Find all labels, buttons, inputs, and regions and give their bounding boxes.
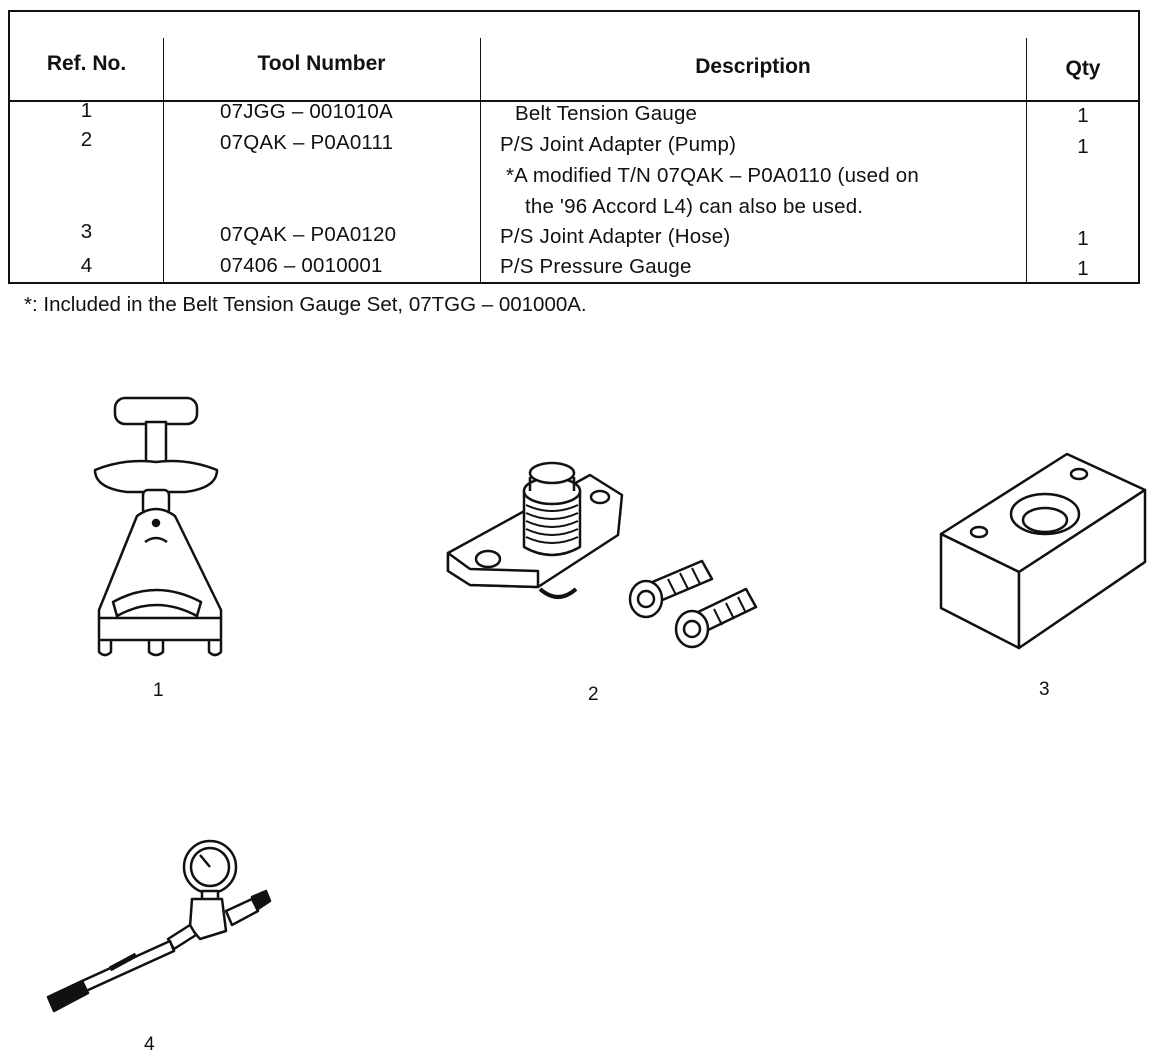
row-4-description: P/S Pressure Gauge (500, 255, 692, 278)
row-4-ref: 4 (80, 254, 93, 277)
row-3-description: P/S Joint Adapter (Hose) (500, 225, 731, 248)
row-1-description: Belt Tension Gauge (515, 102, 698, 125)
row-2-qty: 1 (1077, 135, 1089, 158)
row-3-ref: 3 (80, 220, 93, 243)
pressure-gauge-icon (46, 839, 272, 1013)
header-qty: Qty (1065, 57, 1101, 80)
figure-label-1: 1 (153, 680, 164, 701)
joint-adapter-hose-icon (939, 452, 1147, 650)
joint-adapter-pump-icon (446, 461, 758, 649)
row-3-tool-number: 07QAK – P0A0120 (220, 223, 397, 246)
figure-label-4: 4 (144, 1034, 155, 1055)
header-ref-no: Ref. No. (46, 52, 127, 75)
header-tool-number: Tool Number (257, 52, 386, 75)
tools-table: Ref. No. Tool Number Description Qty 1 0… (8, 10, 1140, 284)
header-divider (10, 100, 1138, 102)
column-divider (480, 38, 481, 282)
row-2-description: P/S Joint Adapter (Pump) (500, 133, 737, 156)
footnote: *: Included in the Belt Tension Gauge Se… (24, 293, 587, 316)
row-1-tool-number: 07JGG – 001010A (220, 100, 393, 123)
row-1-ref: 1 (80, 99, 93, 122)
figure-label-2: 2 (588, 684, 599, 705)
row-4-tool-number: 07406 – 0010001 (220, 254, 383, 277)
row-2-ref: 2 (80, 128, 93, 151)
header-description: Description (695, 55, 811, 78)
column-divider (163, 38, 164, 282)
row-1-qty: 1 (1077, 104, 1089, 127)
figure-label-3: 3 (1039, 679, 1050, 700)
row-2-tool-number: 07QAK – P0A0111 (220, 131, 394, 154)
belt-tension-gauge-icon (93, 396, 223, 657)
row-2-note-line-1: *A modified T/N 07QAK – P0A0110 (used on (506, 164, 919, 187)
row-3-qty: 1 (1077, 227, 1089, 250)
row-2-note-line-2: the '96 Accord L4) can also be used. (525, 195, 864, 218)
column-divider (1026, 38, 1027, 282)
row-4-qty: 1 (1077, 257, 1089, 280)
